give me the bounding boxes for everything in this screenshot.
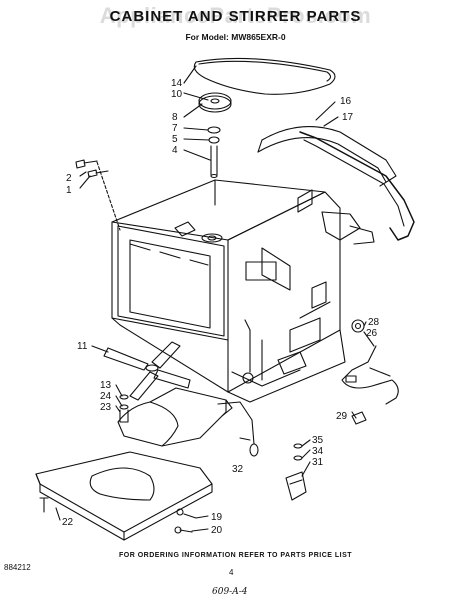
exploded-parts-diagram: 14 10 8 7 5 4 2 1 16 17 11 13 24 23 22 2… bbox=[35, 57, 415, 541]
ordering-note: FOR ORDERING INFORMATION REFER TO PARTS … bbox=[118, 552, 353, 559]
callout-4: 4 bbox=[172, 145, 178, 156]
callout-31: 31 bbox=[312, 457, 324, 468]
page-number: 4 bbox=[229, 568, 234, 577]
callout-11: 11 bbox=[77, 341, 88, 352]
callout-34: 34 bbox=[312, 446, 324, 457]
callout-19: 19 bbox=[211, 512, 223, 523]
callout-13: 13 bbox=[100, 380, 112, 391]
screw bbox=[75, 159, 98, 169]
sensor-wire bbox=[217, 401, 255, 445]
cabinet-side bbox=[227, 191, 341, 393]
callout-23: 23 bbox=[100, 402, 112, 413]
callout-29: 29 bbox=[336, 411, 348, 422]
grommet bbox=[351, 319, 365, 333]
terminal-block bbox=[285, 471, 307, 501]
stirrer-shaft bbox=[210, 145, 218, 176]
callout-2: 2 bbox=[66, 173, 72, 184]
screw bbox=[87, 169, 109, 178]
callout-26: 26 bbox=[366, 328, 378, 339]
callout-35: 35 bbox=[312, 435, 324, 446]
washer bbox=[207, 126, 221, 134]
nut bbox=[208, 136, 220, 144]
diagram-number: 884212 bbox=[4, 563, 31, 572]
base-plate bbox=[227, 329, 346, 403]
stirrer-belt bbox=[193, 57, 336, 95]
power-cord bbox=[341, 345, 399, 405]
model-line: For Model: MW865EXR-0 bbox=[185, 32, 286, 42]
callout-28: 28 bbox=[368, 317, 380, 328]
antenna-bracket bbox=[321, 211, 361, 241]
cord-clip bbox=[351, 411, 367, 425]
stirrer-blade bbox=[103, 341, 191, 401]
diagram-title: CABINET AND STIRRER PARTS bbox=[109, 8, 362, 25]
waveguide bbox=[261, 126, 397, 187]
callout-7: 7 bbox=[172, 123, 178, 134]
side-bracket bbox=[245, 261, 277, 281]
callout-14: 14 bbox=[171, 78, 183, 89]
duct-seal bbox=[299, 131, 415, 241]
callout-32: 32 bbox=[232, 464, 244, 475]
callout-24: 24 bbox=[100, 391, 112, 402]
callout-16: 16 bbox=[340, 96, 352, 107]
cabinet-front bbox=[111, 221, 229, 341]
callout-22: 22 bbox=[62, 517, 74, 528]
handwritten-note: 609-A-4 bbox=[212, 587, 248, 597]
callout-17: 17 bbox=[342, 112, 354, 123]
cavity-hole bbox=[201, 233, 223, 243]
callout-10: 10 bbox=[171, 89, 183, 100]
stirrer-pulley bbox=[198, 92, 232, 110]
callout-1: 1 bbox=[66, 185, 72, 196]
watermark: AppliancePartsPros.com bbox=[99, 3, 372, 28]
callout-5: 5 bbox=[172, 134, 178, 145]
callout-20: 20 bbox=[211, 525, 223, 536]
callout-8: 8 bbox=[172, 112, 178, 123]
